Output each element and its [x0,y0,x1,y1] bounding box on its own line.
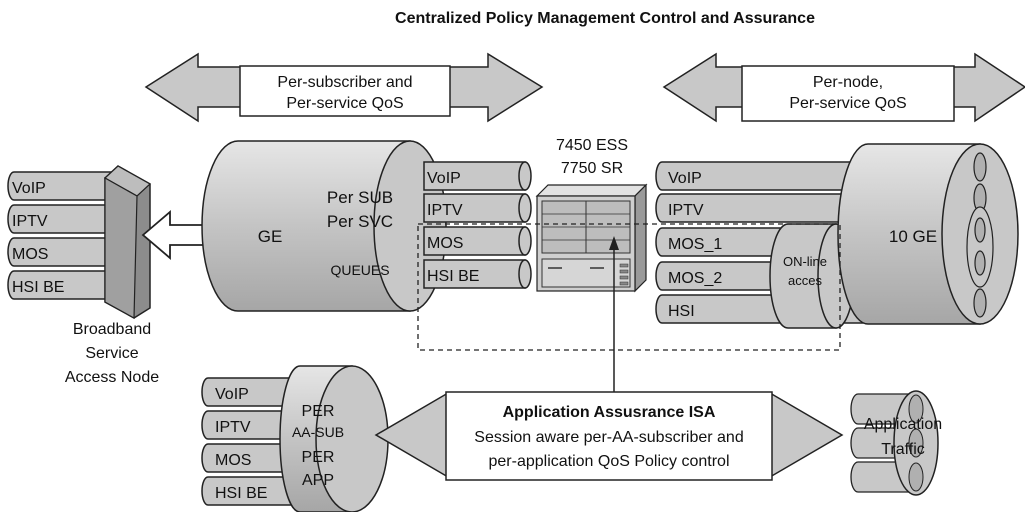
app-traffic-label-line2: Traffic [881,441,925,458]
ten-ge-cylinder [837,143,1019,325]
router-label-line1: 7450 ESS [556,137,628,154]
application-traffic-bundle [850,390,939,496]
aa-boundary-dashed [417,223,841,351]
app-traffic-label-line1: Application [864,416,942,433]
router-chassis [535,183,648,293]
online-label-line1: ON-line [783,254,827,269]
right-service-mos1: MOS_1 [668,236,722,253]
aa-service-pipes: VoIP IPTV MOS HSI BE [201,377,297,506]
ten-ge-label: 10 GE [889,227,937,246]
aa-queue-label-line1: PER [302,403,335,420]
access-node-caption-line2: Service [85,345,138,362]
access-service-iptv: IPTV [12,213,48,230]
right-arrow-label-line1: Per-node, [813,74,883,91]
queues-label-line2: Per SVC [327,212,393,231]
ge-cylinder [201,140,447,312]
aa-service-mos: MOS [215,452,251,469]
aa-queue-cylinder [279,365,389,512]
aa-queue-label-line4: APP [302,472,334,489]
right-arrow-label-line2: Per-service QoS [789,95,906,112]
left-arrow-label-line1: Per-subscriber and [277,74,412,91]
aa-service-voip: VoIP [215,386,249,403]
left-qos-arrow: Per-subscriber and Per-service QoS [144,52,544,123]
aa-service-hsi: HSI BE [215,485,267,502]
mid-service-voip: VoIP [427,170,461,187]
right-service-mos2: MOS_2 [668,270,722,287]
aa-isa-line1: Session aware per-AA-subscriber and [474,429,743,446]
router-label-line2: 7750 SR [561,160,623,177]
mid-service-pipes: VoIP IPTV MOS HSI BE [423,161,532,289]
right-service-voip: VoIP [668,170,702,187]
access-node-caption-line1: Broadband [73,321,151,338]
isa-to-router-arrow [609,236,619,392]
access-service-mos: MOS [12,246,48,263]
right-qos-arrow: Per-node, Per-service QoS [662,52,1025,123]
access-node-device [103,165,152,320]
right-service-iptv: IPTV [668,202,704,219]
queues-label-line3: QUEUES [330,262,389,278]
ge-label: GE [258,227,283,246]
online-label-line2: acces [788,273,822,288]
right-service-hsi: HSI [668,303,695,320]
aa-isa-title: Application Assusrance ISA [503,404,716,421]
aa-isa-arrow: Application Assusrance ISA Session aware… [374,391,844,481]
aa-isa-line2: per-application QoS Policy control [488,453,729,470]
access-service-hsi: HSI BE [12,279,64,296]
access-service-voip: VoIP [12,180,46,197]
aa-queue-label-line3: PER [302,449,335,466]
queues-label-line1: Per SUB [327,188,393,207]
mid-service-mos: MOS [427,235,463,252]
mid-service-iptv: IPTV [427,202,463,219]
access-node-caption-line3: Access Node [65,369,159,386]
left-arrow-label-line2: Per-service QoS [286,95,403,112]
aa-queue-label-line2: AA-SUB [292,424,344,440]
diagram-title: Centralized Policy Management Control an… [395,10,815,27]
aa-service-iptv: IPTV [215,419,251,436]
access-node-pipes: VoIP IPTV MOS HSI BE [7,171,113,300]
mid-service-hsi: HSI BE [427,268,479,285]
